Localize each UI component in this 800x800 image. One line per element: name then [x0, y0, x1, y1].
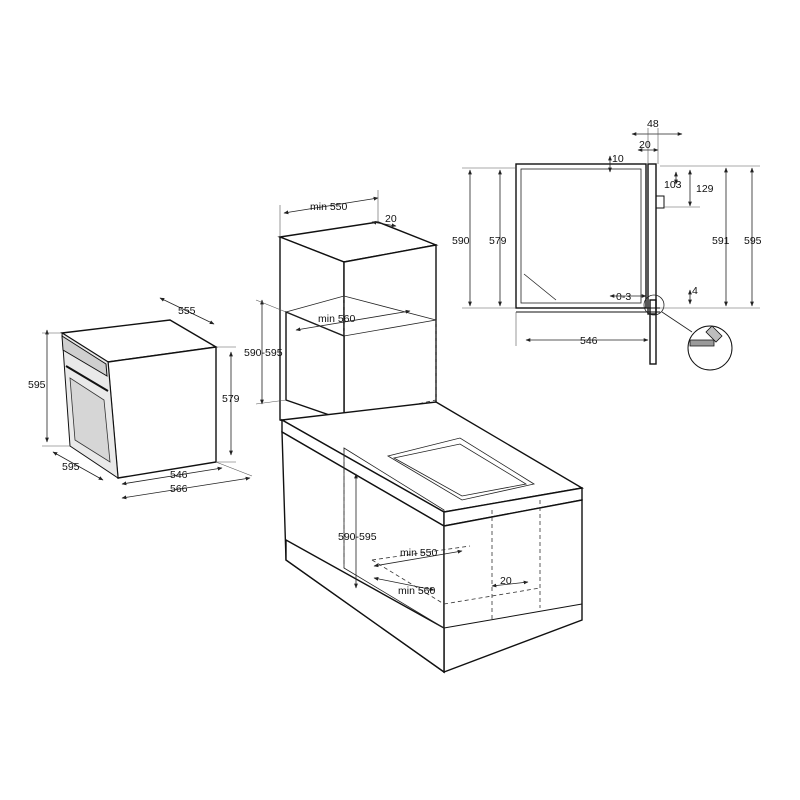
label-side-590: 590 — [452, 235, 470, 247]
dim-column-20 — [371, 220, 397, 228]
dim-555-depth — [159, 297, 215, 325]
column-cabinet: min 550 20 min 560 590-595 — [244, 190, 439, 441]
label-side-129: 129 — [696, 183, 714, 195]
label-side-103: 103 — [664, 179, 682, 191]
counter-cabinet: 590-595 min 550 min 560 20 — [279, 401, 584, 674]
label-column-20: 20 — [385, 213, 397, 225]
label-counter-min550: min 550 — [400, 547, 438, 559]
dim-566 — [121, 476, 251, 500]
label-counter-20: 20 — [500, 575, 512, 587]
label-side-546: 546 — [580, 335, 598, 347]
label-side-591: 591 — [712, 235, 730, 247]
label-column-min560: min 560 — [318, 313, 356, 325]
label-side-595: 595 — [744, 235, 762, 247]
label-595-h: 595 — [28, 379, 46, 391]
dim-counter-min550 — [373, 549, 463, 568]
detail-magnifier — [687, 325, 733, 371]
label-side-gap: 0-3 — [616, 291, 631, 303]
label-555: 555 — [178, 305, 196, 317]
label-side-579: 579 — [489, 235, 507, 247]
label-566: 566 — [170, 483, 188, 495]
label-579: 579 — [222, 393, 240, 405]
label-595-w: 595 — [62, 461, 80, 473]
dim-counter-20 — [491, 580, 529, 588]
dim-595-width — [52, 451, 104, 481]
dim-counter-min560 — [373, 576, 435, 592]
label-counter-min560: min 560 — [398, 585, 436, 597]
dim-column-min560 — [295, 309, 411, 332]
label-counter-590-595: 590-595 — [338, 531, 377, 543]
label-546: 546 — [170, 469, 188, 481]
label-side-10: 10 — [612, 153, 624, 165]
oven-view: 595 595 555 579 546 566 — [28, 297, 253, 500]
label-side-20: 20 — [639, 139, 651, 151]
label-side-48: 48 — [647, 118, 659, 130]
label-side-4: 4 — [692, 285, 698, 297]
side-section: 48 20 10 103 129 590 579 591 595 0-3 4 5… — [452, 118, 762, 371]
label-column-590-595: 590-595 — [244, 347, 283, 359]
label-column-min550: min 550 — [310, 201, 348, 213]
dim-column-min550 — [283, 196, 379, 215]
